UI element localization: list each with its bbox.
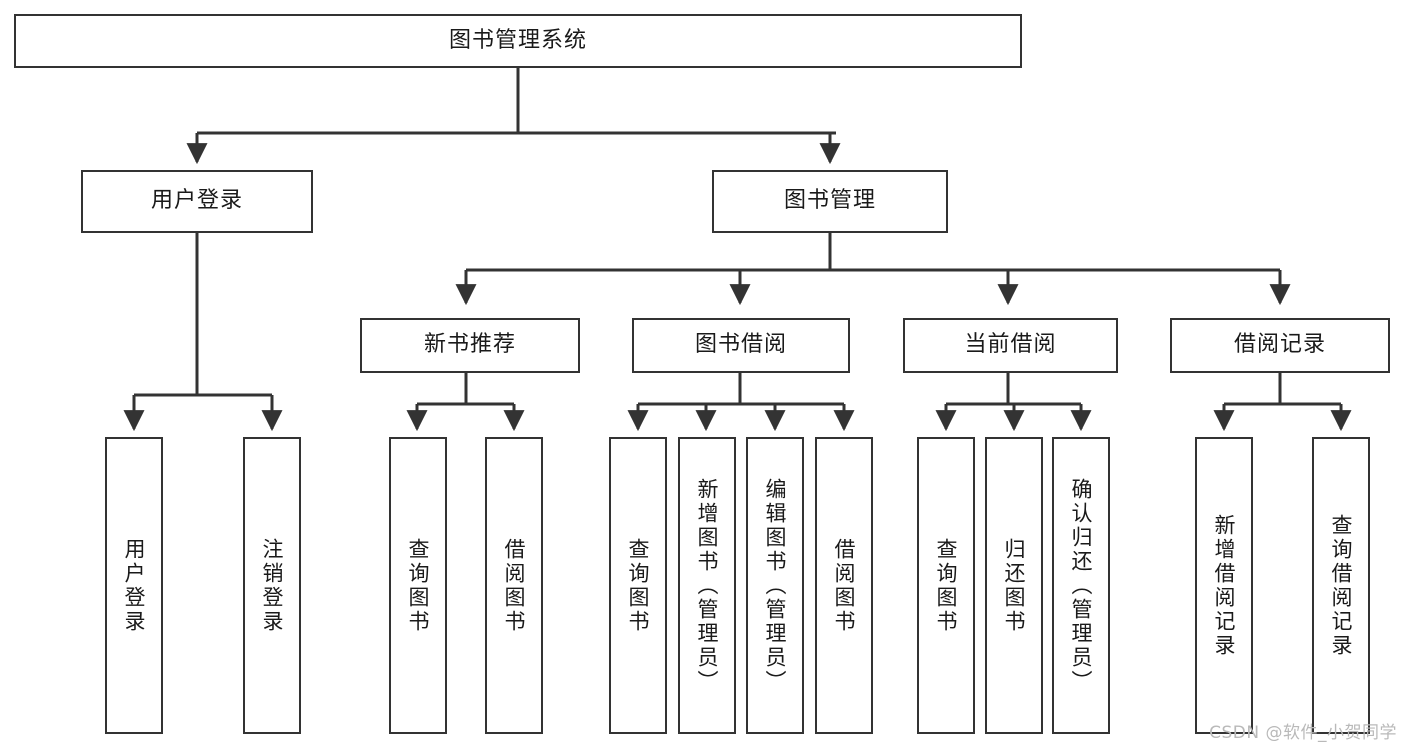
node-label: 编辑图书（管理员） (763, 477, 788, 694)
node-new-book-recommendation[interactable]: 新书推荐 (360, 318, 580, 373)
leaf-current-borrow-query-book[interactable]: 查询图书 (917, 437, 975, 734)
node-label: 查询借阅记录 (1329, 513, 1354, 658)
node-label: 借阅记录 (1233, 332, 1326, 358)
leaf-book-borrow-borrow-book[interactable]: 借阅图书 (815, 437, 873, 734)
leaf-book-borrow-query-book[interactable]: 查询图书 (609, 437, 667, 734)
node-label: 查询图书 (934, 537, 959, 634)
leaf-user-login-login[interactable]: 用户登录 (105, 437, 163, 734)
node-label: 图书管理系统 (448, 27, 587, 53)
leaf-new-book-query-book[interactable]: 查询图书 (389, 437, 447, 734)
node-user-login[interactable]: 用户登录 (81, 170, 313, 233)
node-label: 图书借阅 (694, 332, 787, 358)
node-current-borrowing[interactable]: 当前借阅 (903, 318, 1118, 373)
leaf-user-login-logout[interactable]: 注销登录 (243, 437, 301, 734)
leaf-borrow-record-add-record[interactable]: 新增借阅记录 (1195, 437, 1253, 734)
node-label: 新增借阅记录 (1212, 513, 1237, 658)
leaf-current-borrow-confirm-return-admin[interactable]: 确认归还（管理员） (1052, 437, 1110, 734)
node-book-borrowing[interactable]: 图书借阅 (632, 318, 850, 373)
node-label: 新增图书（管理员） (695, 477, 720, 694)
node-label: 注销登录 (260, 537, 285, 634)
node-label: 用户登录 (122, 537, 147, 634)
node-label: 查询图书 (626, 537, 651, 634)
node-label: 借阅图书 (502, 537, 527, 634)
leaf-current-borrow-return-book[interactable]: 归还图书 (985, 437, 1043, 734)
node-label: 用户登录 (150, 188, 243, 214)
node-label: 当前借阅 (964, 332, 1057, 358)
leaf-borrow-record-query-record[interactable]: 查询借阅记录 (1312, 437, 1370, 734)
node-label: 借阅图书 (832, 537, 857, 634)
leaf-book-borrow-edit-book-admin[interactable]: 编辑图书（管理员） (746, 437, 804, 734)
node-root-book-management-system[interactable]: 图书管理系统 (14, 14, 1022, 68)
node-borrowing-records[interactable]: 借阅记录 (1170, 318, 1390, 373)
node-label: 查询图书 (406, 537, 431, 634)
leaf-new-book-borrow-book[interactable]: 借阅图书 (485, 437, 543, 734)
node-label: 新书推荐 (423, 332, 516, 358)
leaf-book-borrow-add-book-admin[interactable]: 新增图书（管理员） (678, 437, 736, 734)
node-label: 归还图书 (1002, 537, 1027, 634)
node-label: 确认归还（管理员） (1069, 477, 1094, 694)
csdn-watermark: CSDN @软件_小贺同学 (1209, 723, 1397, 743)
node-label: 图书管理 (783, 188, 876, 214)
node-book-management[interactable]: 图书管理 (712, 170, 948, 233)
